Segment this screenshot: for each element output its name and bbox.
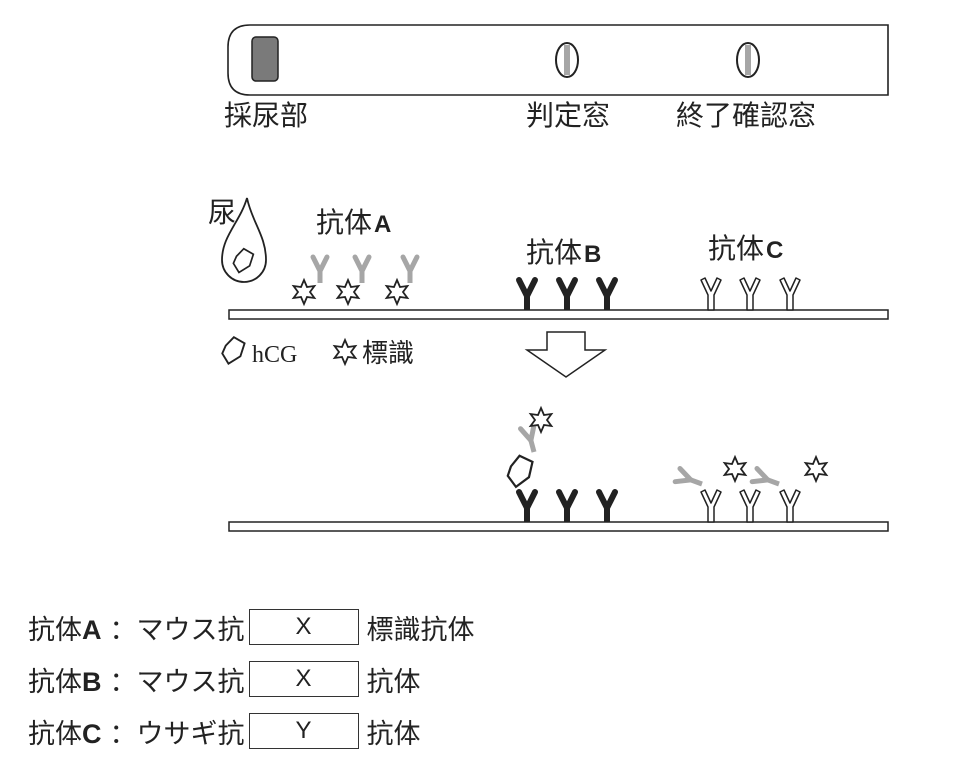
antibody-c-bound [675, 456, 828, 523]
urine-drop-icon [221, 197, 267, 283]
key-suffix: 抗体 [366, 666, 421, 698]
antibody-b-captured [559, 492, 615, 522]
result-window-label: 判定窓 [526, 99, 610, 132]
key-species: ：マウス抗 [109, 666, 245, 698]
membrane-after [228, 521, 889, 532]
key-blank-box: X [248, 661, 359, 697]
reaction-arrow-icon [524, 331, 608, 378]
result-window-icon [555, 42, 579, 78]
key-blank-box: Y [248, 713, 359, 749]
end-window-icon [736, 42, 760, 78]
test-strip [227, 24, 889, 96]
end-window-label: 終了確認窓 [676, 99, 816, 132]
sample-pad [251, 36, 279, 82]
key-suffix: 標識抗体 [366, 614, 475, 646]
key-row-a: 抗体A ：マウス抗 X 標識抗体 [28, 607, 475, 647]
membrane-before [228, 309, 889, 320]
hcg-legend-label: hCG [252, 342, 297, 368]
antibody-b-group [519, 280, 615, 310]
key-species: ：ウサギ抗 [109, 718, 245, 750]
label-legend-text: 標識 [362, 339, 414, 369]
key-blank-box: X [248, 609, 359, 645]
antibody-c-label: 抗体C [708, 232, 783, 265]
key-antibody-name: 抗体C [28, 718, 102, 750]
key-species: ：マウス抗 [109, 614, 245, 646]
antibody-b-label: 抗体B [526, 236, 601, 269]
antibody-c-group [700, 277, 801, 311]
hcg-legend-icon [217, 334, 249, 368]
key-antibody-name: 抗体A [28, 614, 102, 646]
label-legend-icon [333, 339, 357, 365]
antibody-a-group [292, 257, 417, 305]
sample-part-label: 採尿部 [224, 99, 308, 132]
key-suffix: 抗体 [366, 718, 421, 750]
key-row-c: 抗体C ：ウサギ抗 Y 抗体 [28, 711, 421, 751]
key-antibody-name: 抗体B [28, 666, 102, 698]
key-row-b: 抗体B ：マウス抗 X 抗体 [28, 659, 421, 699]
antibody-a-label: 抗体A [316, 206, 391, 239]
urine-label: 尿 [208, 196, 236, 229]
sandwich-complex [502, 407, 553, 522]
